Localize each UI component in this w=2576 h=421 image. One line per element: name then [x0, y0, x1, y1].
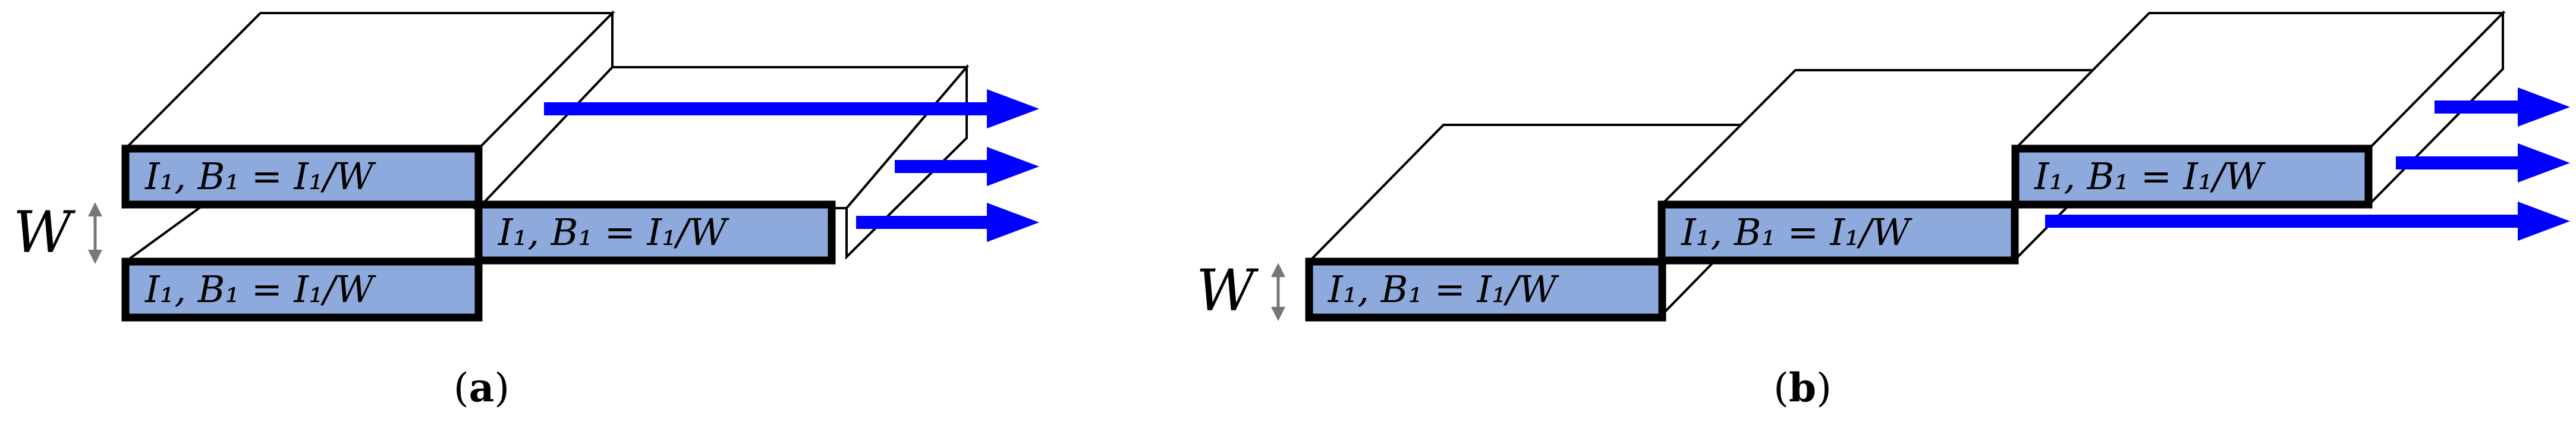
- panel-b-current-arrow-3: [2045, 202, 2570, 241]
- panel-a-current-arrow-1: [544, 89, 1039, 128]
- panel-b-width-dimension: W: [1196, 257, 1285, 324]
- panel-b-slab-3-label: I₁, B₁ = I₁/W: [2034, 155, 2266, 198]
- panel-a-slab-top-front: I₁, B₁ = I₁/W: [121, 144, 483, 209]
- panel-a-slab-bottom-front: I₁, B₁ = I₁/W: [121, 257, 483, 322]
- panel-b-current-arrow-2: [2396, 143, 2570, 183]
- panel-b-slab-1-front: I₁, B₁ = I₁/W: [1305, 257, 1666, 322]
- panel-a-slab-top-label: I₁, B₁ = I₁/W: [144, 155, 376, 198]
- panel-a: I₁, B₁ = I₁/W I₁, B₁ = I₁/W I₁, B₁ = I₁/…: [13, 10, 1039, 411]
- panel-a-width-symbol: W: [13, 199, 76, 266]
- panel-a-slab-middle-front: I₁, B₁ = I₁/W: [474, 200, 836, 265]
- panel-b-caption: (b): [1773, 365, 1832, 411]
- panel-a-caption: (a): [454, 365, 509, 411]
- panel-b-current-arrow-1: [2435, 87, 2570, 127]
- panel-a-slab-middle-label: I₁, B₁ = I₁/W: [498, 211, 729, 254]
- panel-b-slab-1-label: I₁, B₁ = I₁/W: [1328, 268, 1559, 311]
- panel-a-current-arrow-2: [895, 147, 1039, 186]
- panel-a-width-dimension: W: [13, 199, 102, 266]
- panel-b-slab-2-label: I₁, B₁ = I₁/W: [1681, 211, 1913, 254]
- panel-a-current-arrow-3: [856, 203, 1039, 242]
- panel-b-slab-3-front: I₁, B₁ = I₁/W: [2011, 144, 2373, 209]
- panel-a-slab-bottom-label: I₁, B₁ = I₁/W: [144, 268, 376, 311]
- panel-b-width-symbol: W: [1196, 257, 1259, 324]
- panel-b-slab-2-front: I₁, B₁ = I₁/W: [1657, 200, 2019, 265]
- panel-b: I₁, B₁ = I₁/W I₁, B₁ = I₁/W I₁, B₁ = I₁/…: [1196, 10, 2570, 411]
